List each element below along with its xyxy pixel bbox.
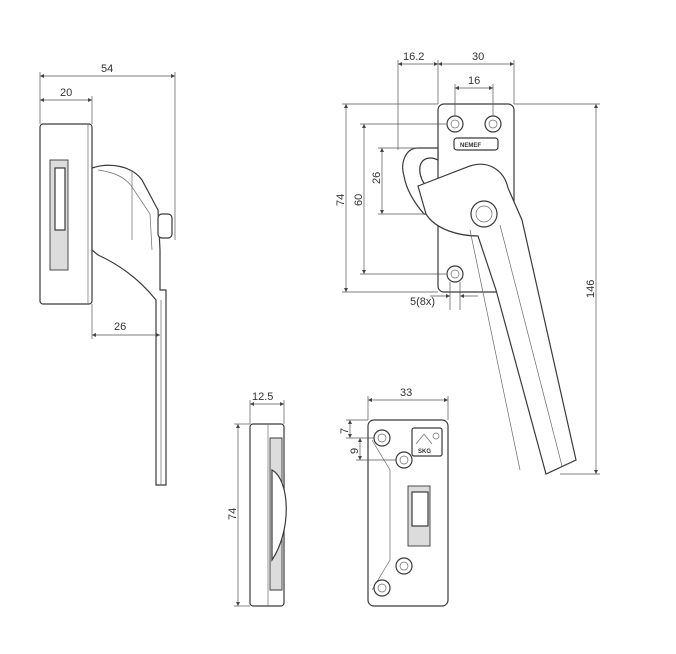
dim-16: 16 (468, 75, 480, 87)
dim-74: 74 (335, 194, 347, 206)
lever-button (470, 200, 498, 228)
dim-7: 7 (339, 428, 351, 434)
dim-30: 30 (472, 51, 484, 63)
skg-mark: SKG (411, 427, 443, 457)
dim-33: 33 (400, 387, 412, 399)
dim-20: 20 (60, 87, 72, 99)
handle-body (91, 164, 167, 486)
push-button (157, 213, 173, 239)
dim-16-2: 16.2 (403, 51, 424, 63)
keeper-stamp: SKG (418, 449, 431, 455)
dim-74-keeper: 74 (227, 508, 239, 520)
dim-60: 60 (353, 194, 365, 206)
dim-26-front: 26 (371, 172, 383, 184)
keeper-front-view: SKG 33 7 9 (339, 387, 449, 607)
keeper-side-view: 12.5 74 (227, 391, 287, 607)
side-view: 54 20 26 (39, 63, 176, 486)
dim-12-5: 12.5 (252, 391, 273, 403)
brand-stamp: NEMEF (460, 143, 481, 149)
dim-146: 146 (585, 280, 597, 298)
brand-plate (453, 137, 499, 151)
dim-26-side: 26 (114, 321, 126, 333)
dim-54: 54 (101, 63, 113, 75)
front-view: NEMEF 16.2 30 16 74 60 26 (335, 51, 600, 475)
lever (417, 163, 577, 475)
dim-9: 9 (349, 448, 361, 454)
dim-5-8x: 5(8x) (410, 296, 435, 308)
